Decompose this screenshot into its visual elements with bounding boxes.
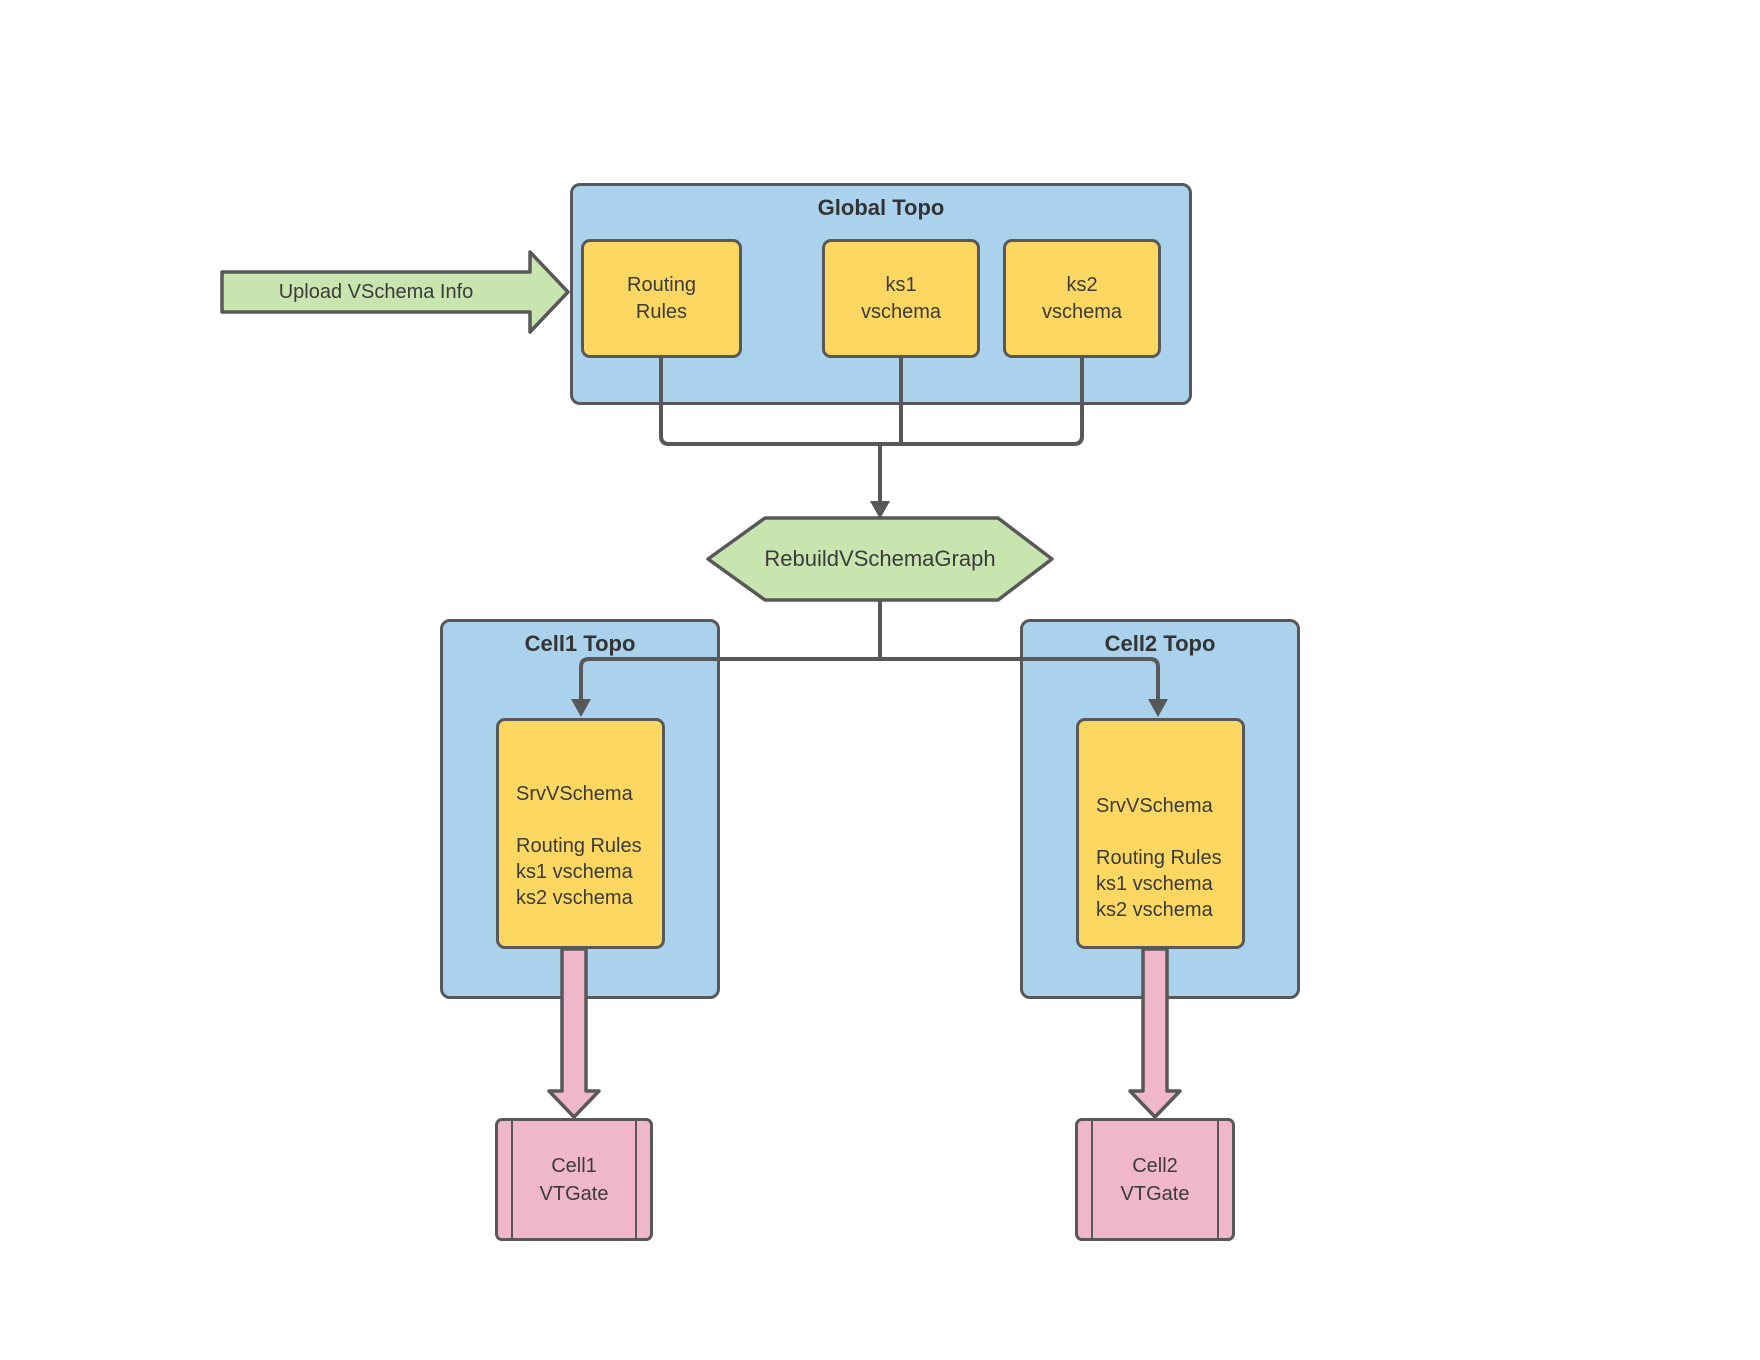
cell2-topo-title: Cell2 Topo (1104, 631, 1216, 656)
cell1-srvvschema-box: SrvVSchema Routing Rules ks1 vschema ks2… (496, 718, 665, 949)
cell2-srvvschema-box: SrvVSchema Routing Rules ks1 vschema ks2… (1076, 718, 1245, 949)
global-topo-title: Global Topo (817, 195, 945, 220)
vtgate-left-rail (1091, 1121, 1093, 1238)
cell1-vtgate-box: Cell1 VTGate (495, 1118, 653, 1241)
arrowhead-into-rebuild (870, 501, 890, 519)
vtgate-right-rail (635, 1121, 637, 1238)
node-ks2-vschema: ks2 vschema (1003, 239, 1161, 358)
cell2-vtgate-label: Cell2 VTGate (1120, 1154, 1190, 1205)
node-ks1-vschema: ks1 vschema (822, 239, 980, 358)
cell1-vtgate-label: Cell1 VTGate (539, 1154, 609, 1205)
node-routing-rules-label: Routing Rules (627, 273, 696, 323)
node-ks2-vschema-label: ks2 vschema (1041, 273, 1123, 323)
cell2-vtgate-box: Cell2 VTGate (1075, 1118, 1235, 1241)
cell2-srvvschema-text: SrvVSchema Routing Rules ks1 vschema ks2… (1096, 795, 1222, 921)
vtgate-left-rail (511, 1121, 513, 1238)
node-routing-rules: Routing Rules (581, 239, 742, 358)
upload-vschema-arrow-label: Upload VSchema Info (278, 280, 474, 303)
vtgate-right-rail (1217, 1121, 1219, 1238)
cell1-topo-title: Cell1 Topo (524, 631, 636, 656)
cell1-srvvschema-text: SrvVSchema Routing Rules ks1 vschema ks2… (516, 783, 642, 909)
node-ks1-vschema-label: ks1 vschema (860, 273, 942, 323)
rebuild-hexagon-label: RebuildVSchemaGraph (764, 546, 996, 571)
